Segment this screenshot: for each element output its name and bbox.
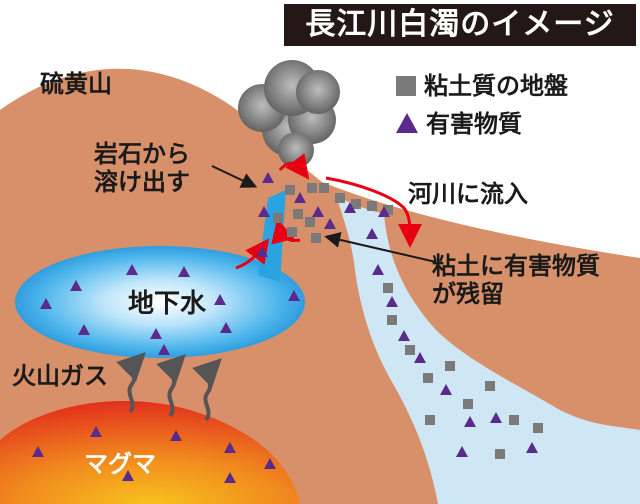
page-title: 長江川白濁のイメージ bbox=[284, 4, 636, 46]
harmful-particle-icon bbox=[312, 206, 324, 217]
harmful-particle-icon bbox=[158, 344, 170, 355]
label-groundwater: 地下水 bbox=[128, 289, 207, 319]
clay-particle-icon bbox=[495, 449, 505, 459]
clay-particle-icon bbox=[509, 415, 519, 425]
harmful-particles bbox=[32, 172, 538, 483]
label-river-inflow: 河川に流入 bbox=[408, 180, 528, 208]
river bbox=[336, 196, 640, 504]
label-residue-line1: 粘土に有害物質 bbox=[432, 252, 600, 280]
harmful-triangle-icon bbox=[396, 113, 418, 133]
pointer-rock bbox=[211, 165, 258, 188]
clay-particle-icon bbox=[463, 399, 473, 409]
harmful-particle-icon bbox=[224, 442, 236, 453]
harmful-particle-icon bbox=[366, 228, 378, 239]
clay-particle-icon bbox=[485, 381, 495, 391]
harmful-particle-icon bbox=[178, 266, 190, 277]
harmful-particle-icon bbox=[40, 298, 52, 309]
harmful-particle-icon bbox=[526, 442, 538, 453]
harmful-particle-icon bbox=[224, 472, 236, 483]
pointer-arrows bbox=[211, 165, 437, 263]
harmful-particle-icon bbox=[456, 446, 468, 457]
clay-particle-icon bbox=[293, 209, 303, 219]
harmful-particle-icon bbox=[256, 246, 268, 257]
volcanic-gas-arrows-icon bbox=[116, 352, 222, 422]
label-rock-line2: 溶け出す bbox=[94, 168, 190, 196]
pointer-residue bbox=[324, 232, 437, 263]
legend-clay: 粘土質の地盤 bbox=[396, 72, 568, 100]
label-mountain: 硫黄山 bbox=[40, 70, 112, 98]
label-residue-line2: が残留 bbox=[432, 280, 504, 308]
clay-particle-icon bbox=[307, 183, 317, 193]
harmful-particle-icon bbox=[78, 324, 90, 335]
flow-arrows bbox=[235, 153, 422, 270]
clay-particle-icon bbox=[383, 205, 393, 215]
clay-particle-icon bbox=[285, 185, 295, 195]
clay-particle-icon bbox=[387, 315, 397, 325]
harmful-particle-icon bbox=[294, 192, 306, 203]
harmful-particle-icon bbox=[490, 412, 502, 423]
harmful-particle-icon bbox=[258, 206, 270, 217]
clay-particle-icon bbox=[383, 283, 393, 293]
harmful-particle-icon bbox=[398, 330, 410, 341]
clay-particle-icon bbox=[305, 217, 315, 227]
clay-particle-icon bbox=[319, 183, 329, 193]
harmful-particle-icon bbox=[70, 280, 82, 291]
harmful-particle-icon bbox=[264, 458, 276, 469]
legend-clay-label: 粘土質の地盤 bbox=[424, 72, 568, 100]
harmful-particle-icon bbox=[440, 384, 452, 395]
harmful-particle-icon bbox=[414, 352, 426, 363]
clay-particles bbox=[273, 183, 543, 459]
harmful-particle-icon bbox=[90, 426, 102, 437]
legend-harmful: 有害物質 bbox=[396, 110, 522, 138]
clay-particle-icon bbox=[533, 423, 543, 433]
clay-particle-icon bbox=[425, 415, 435, 425]
clay-particle-icon bbox=[351, 199, 361, 209]
magma-chamber bbox=[0, 401, 300, 504]
harmful-particle-icon bbox=[262, 172, 274, 183]
label-volcanic-gas: 火山ガス bbox=[12, 362, 108, 390]
arrow-vent-left bbox=[278, 153, 310, 180]
harmful-particle-icon bbox=[288, 290, 300, 301]
clay-square-icon bbox=[396, 76, 416, 96]
clay-particle-icon bbox=[367, 201, 377, 211]
clay-particle-icon bbox=[273, 213, 283, 223]
harmful-particle-icon bbox=[32, 446, 44, 457]
clay-particle-icon bbox=[311, 233, 321, 243]
arrow-river-inflow bbox=[325, 176, 422, 248]
harmful-particle-icon bbox=[170, 430, 182, 441]
clay-particle-icon bbox=[423, 373, 433, 383]
clay-particle-icon bbox=[405, 345, 415, 355]
arrow-residue bbox=[271, 218, 301, 245]
harmful-particle-icon bbox=[220, 322, 232, 333]
harmful-particle-icon bbox=[122, 470, 134, 481]
harmful-particle-icon bbox=[372, 264, 384, 275]
harmful-particle-icon bbox=[386, 296, 398, 307]
clay-particle-icon bbox=[287, 227, 297, 237]
harmful-particle-icon bbox=[214, 294, 226, 305]
harmful-particle-icon bbox=[150, 328, 162, 339]
harmful-particle-icon bbox=[344, 202, 356, 213]
groundwater-lens bbox=[15, 246, 305, 358]
label-magma: マグマ bbox=[84, 450, 156, 478]
clay-particle-icon bbox=[445, 361, 455, 371]
clay-particle-icon bbox=[335, 193, 345, 203]
harmful-particle-icon bbox=[464, 416, 476, 427]
smoke-plume-icon bbox=[238, 60, 340, 168]
harmful-particle-icon bbox=[126, 264, 138, 275]
harmful-particle-icon bbox=[324, 218, 336, 229]
harmful-particle-icon bbox=[378, 206, 390, 217]
legend-harmful-label: 有害物質 bbox=[426, 110, 522, 138]
label-rock-line1: 岩石から bbox=[94, 140, 190, 168]
